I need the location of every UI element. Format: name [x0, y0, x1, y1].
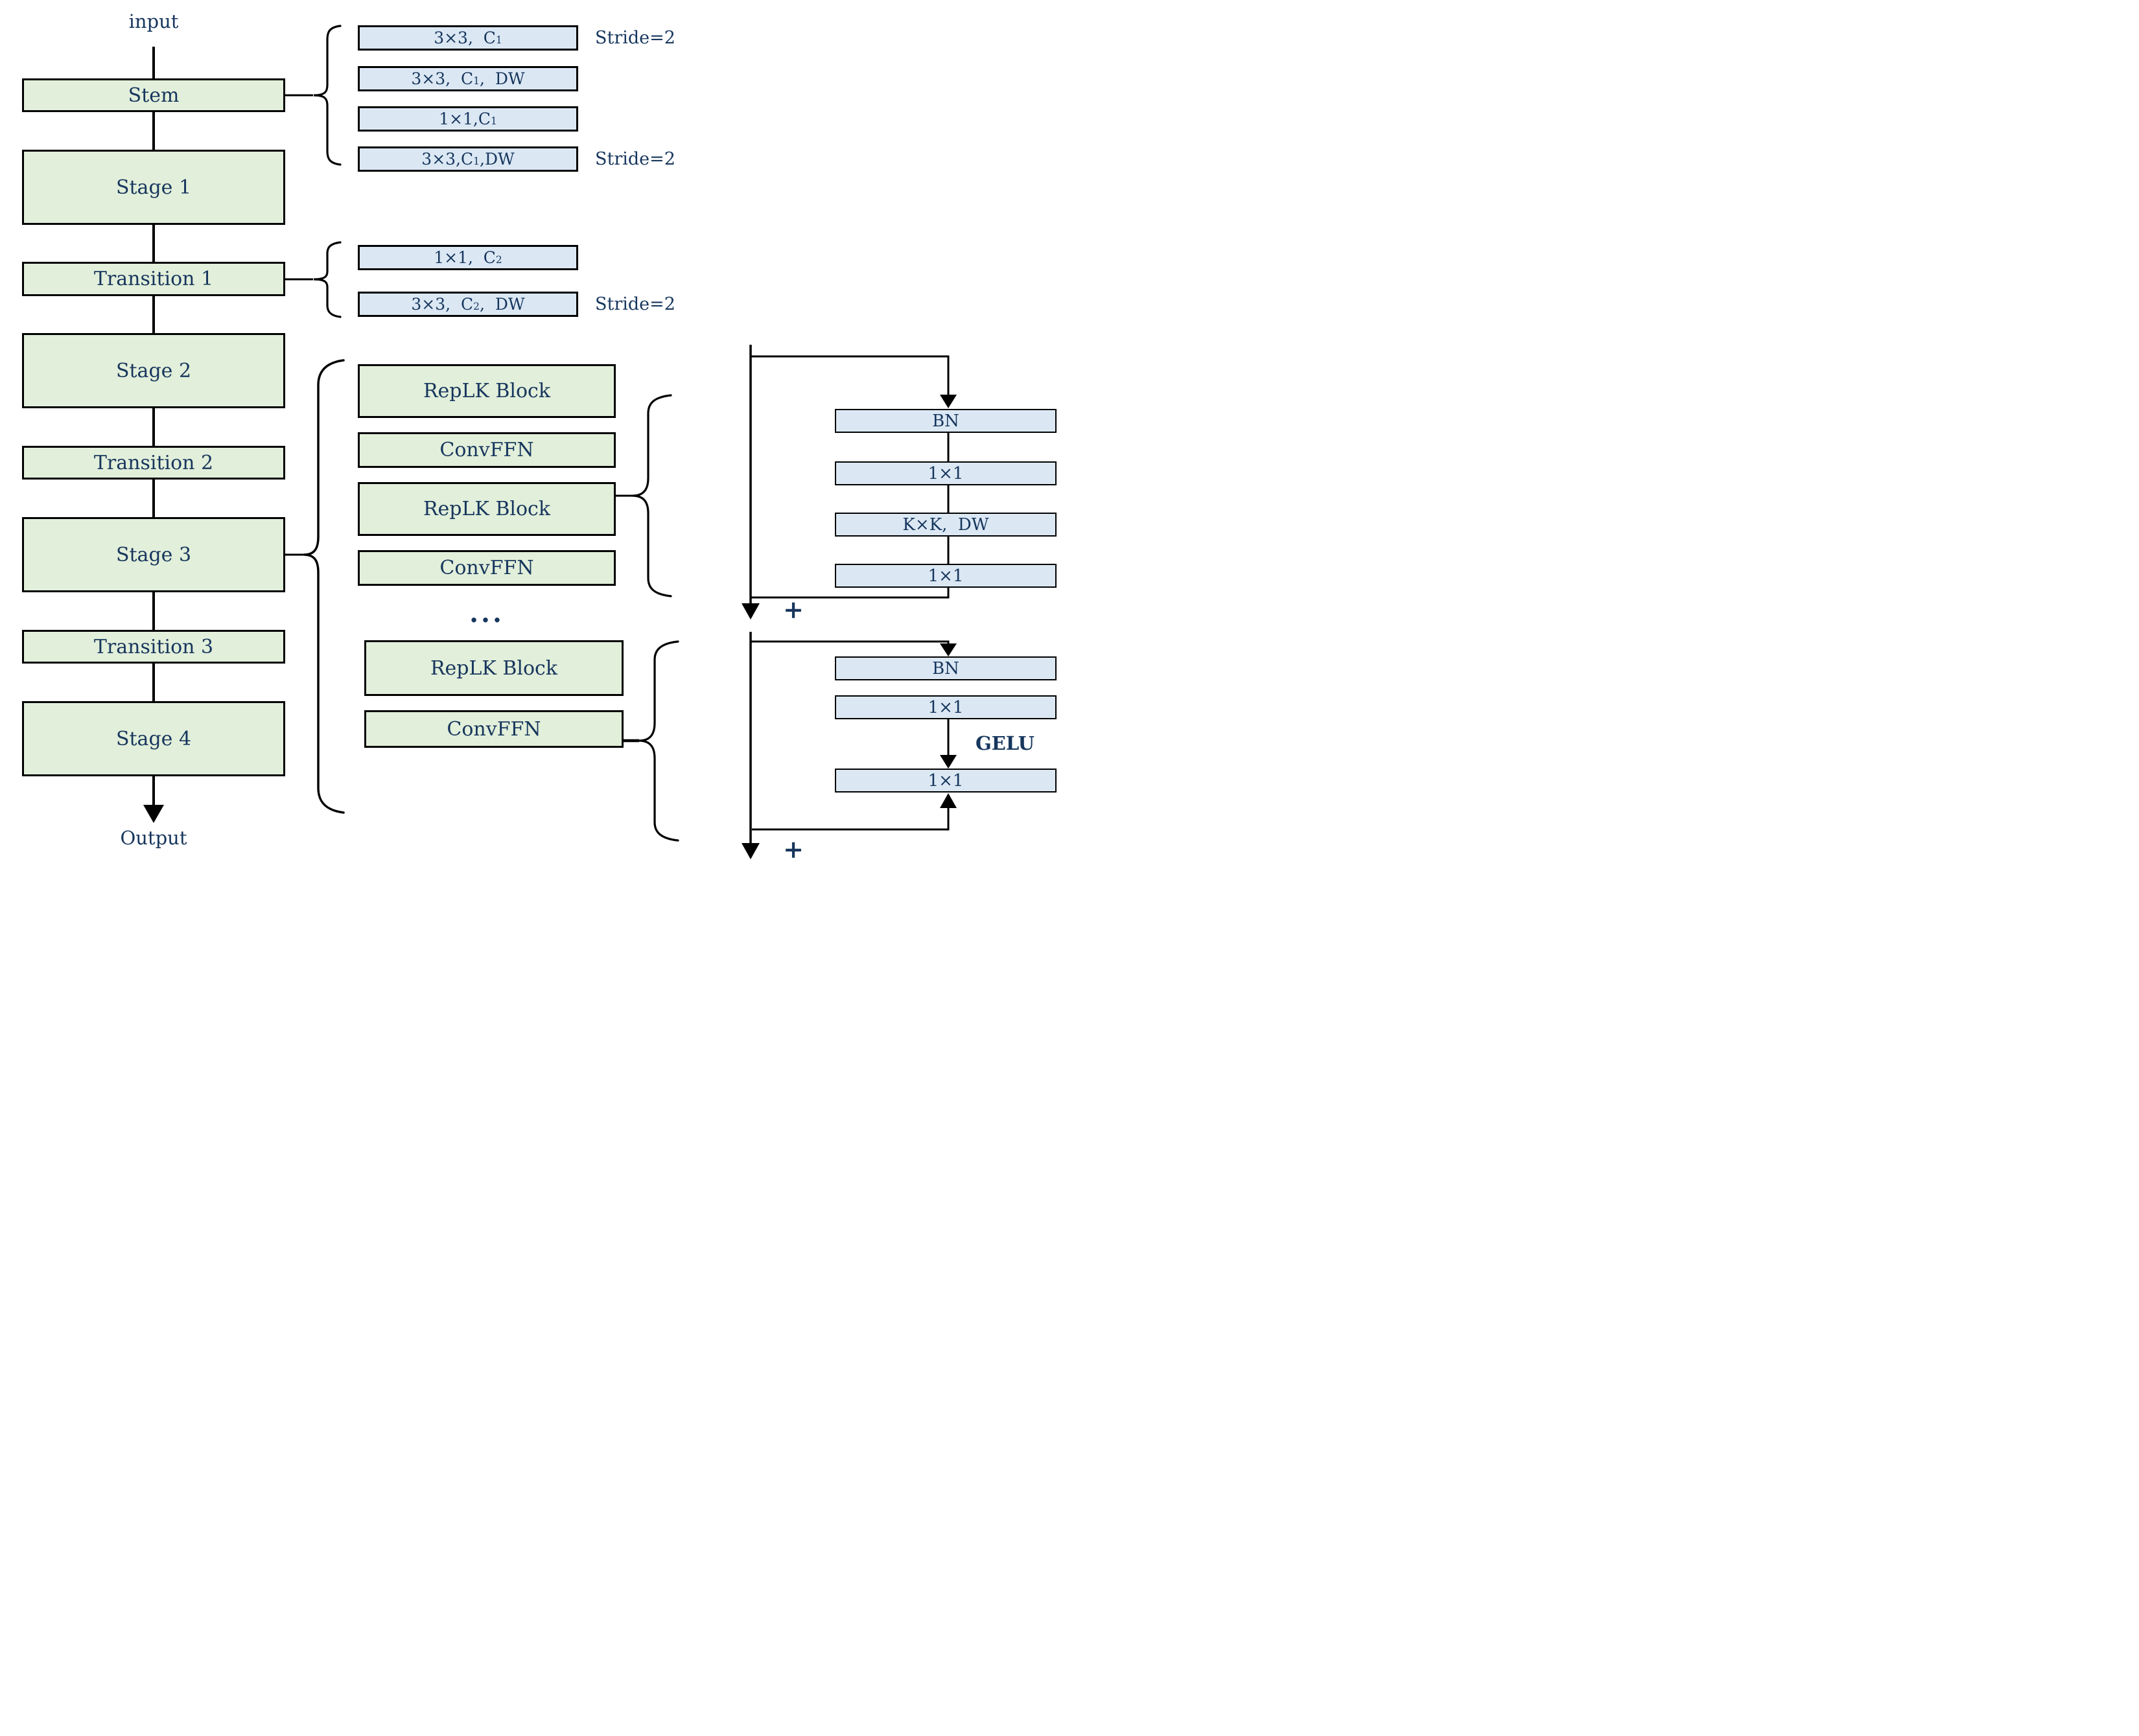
convffn-residual-line — [752, 807, 950, 831]
replk-top-line — [751, 355, 950, 396]
stem-op-3-box: 1×1,C1 — [358, 106, 578, 132]
convffn-sum-label: + — [783, 834, 804, 864]
convffn-conv2-box: 1×1 — [835, 769, 1057, 793]
transition-2-box: Transition 2 — [22, 446, 285, 480]
replk-block-1-box: RepLK Block — [358, 364, 616, 418]
replk-bn-box: BN — [835, 409, 1057, 433]
stage-3-box: Stage 3 — [22, 517, 285, 592]
stack-ellipsis: ... — [469, 597, 504, 629]
replk-skip-arrowhead — [742, 603, 760, 619]
convffn-3-box: ConvFFN — [364, 710, 624, 748]
transition-brace — [313, 241, 342, 318]
input-label: input — [128, 10, 179, 32]
replk-sum-label: + — [783, 594, 804, 624]
replk-in-arrowhead — [940, 395, 957, 408]
stage3-brace — [303, 359, 345, 814]
convffn-in-arrowhead — [940, 643, 957, 656]
transition-stride-label: Stride=2 — [595, 294, 675, 314]
stem-stride-2-label: Stride=2 — [595, 149, 675, 169]
transition-3-box: Transition 3 — [22, 630, 285, 664]
connector-layer — [143, 25, 957, 859]
convffn-top-line — [751, 640, 950, 644]
replk-kxk-box: K×K, DW — [835, 513, 1057, 537]
convffn-conv1-box: 1×1 — [835, 695, 1057, 719]
gelu-arrowhead — [940, 755, 957, 769]
stage-2-box: Stage 2 — [22, 333, 285, 408]
replk-block-3-box: RepLK Block — [364, 640, 624, 696]
convffn-brace — [638, 640, 679, 842]
convffn-skip-arrowhead — [742, 843, 760, 859]
replk-out-line — [751, 588, 950, 599]
replk-conv1-box: 1×1 — [835, 461, 1057, 485]
stem-box: Stem — [22, 78, 285, 112]
stem-brace — [313, 25, 342, 166]
convffn-1-box: ConvFFN — [358, 432, 616, 468]
stem-stride-1-label: Stride=2 — [595, 28, 675, 48]
replknet-architecture-diagram: input Output Stem Stage 1 Transition 1 S… — [0, 0, 1070, 868]
stem-op-4-box: 3×3,C1,DW — [358, 146, 578, 172]
output-label: Output — [120, 827, 187, 849]
stage-4-box: Stage 4 — [22, 701, 285, 776]
gelu-label: GELU — [976, 732, 1034, 754]
stage-1-box: Stage 1 — [22, 150, 285, 225]
transition-op-1-box: 1×1, C2 — [358, 245, 578, 270]
convffn-up-arrowhead — [940, 793, 957, 808]
transition-op-2-box: 3×3, C2, DW — [358, 292, 578, 317]
replk-block-2-box: RepLK Block — [358, 482, 616, 536]
replk-brace — [632, 394, 672, 597]
replk-conv2-box: 1×1 — [835, 564, 1057, 588]
convffn-2-box: ConvFFN — [358, 550, 616, 586]
stem-op-1-box: 3×3, C1 — [358, 25, 578, 51]
output-arrowhead — [143, 805, 164, 823]
transition-1-box: Transition 1 — [22, 262, 285, 296]
convffn-bn-box: BN — [835, 656, 1057, 680]
stem-op-2-box: 3×3, C1, DW — [358, 66, 578, 91]
